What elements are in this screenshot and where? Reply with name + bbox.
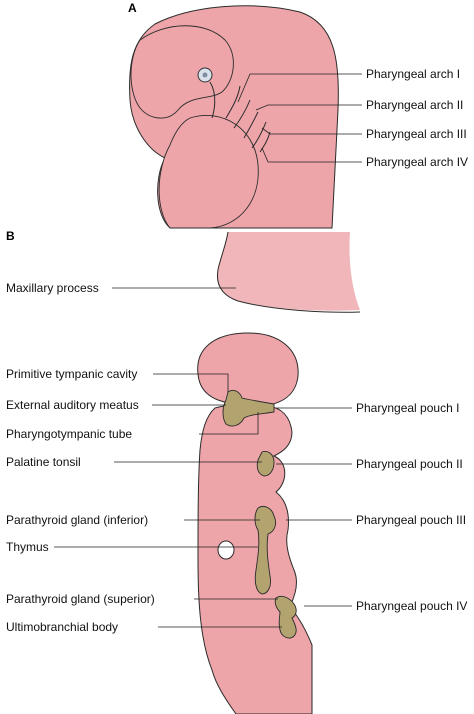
embryo-heart-bulge <box>158 114 259 229</box>
panel-b-letter: B <box>6 229 15 243</box>
embryo-illustration <box>129 5 339 229</box>
pharyngeal-gut-body <box>197 404 313 714</box>
label-thymus: Thymus <box>6 540 49 554</box>
label-pharyngeal-pouch-4: Pharyngeal pouch IV <box>356 599 467 613</box>
label-tympanic-cavity: Primitive tympanic cavity <box>6 367 137 381</box>
label-pharyngeal-arch-2: Pharyngeal arch II <box>366 98 463 112</box>
embryo-head-bulge <box>130 25 234 119</box>
panel-b-right-labels: Pharyngeal pouch I Pharyngeal pouch II P… <box>356 401 467 613</box>
leader-arch-3 <box>261 127 362 135</box>
leader-arch-1 <box>237 73 362 103</box>
leader-arch-2 <box>255 104 362 111</box>
label-pharyngeal-pouch-2: Pharyngeal pouch II <box>356 457 463 471</box>
panel-a-labels: Pharyngeal arch I Pharyngeal arch II Pha… <box>366 67 468 169</box>
pouch-4-tissue <box>274 595 297 639</box>
pharyngeal-pouches <box>222 389 297 639</box>
label-pharyngeal-pouch-1: Pharyngeal pouch I <box>356 401 459 415</box>
leader-arch-4 <box>261 147 362 163</box>
leader-tympanic-cavity <box>153 373 229 392</box>
leader-pharyngotympanic <box>199 412 259 435</box>
panel-b-right-leaders <box>276 407 352 607</box>
maxillary-process <box>217 232 360 311</box>
label-pharyngeal-pouch-3: Pharyngeal pouch III <box>356 513 466 527</box>
panel-b-left-labels: Primitive tympanic cavity External audit… <box>6 367 155 634</box>
label-pharyngeal-arch-4: Pharyngeal arch IV <box>366 155 468 169</box>
pharyngeal-gut <box>197 332 313 714</box>
maxillary-outline <box>216 231 361 313</box>
label-parathyroid-superior: Parathyroid gland (superior) <box>6 592 155 606</box>
label-palatine-tonsil: Palatine tonsil <box>6 455 81 469</box>
label-maxillary-process: Maxillary process <box>6 281 99 295</box>
primitive-tympanic-cavity-lobe <box>197 332 299 407</box>
panel-a-letter: A <box>128 1 137 15</box>
label-auditory-meatus: External auditory meatus <box>6 398 139 412</box>
label-ultimobranchial-body: Ultimobranchial body <box>6 620 118 634</box>
label-pharyngeal-arch-1: Pharyngeal arch I <box>366 67 460 81</box>
panel-a-leaders <box>237 73 362 163</box>
thymus-opening <box>217 540 235 560</box>
label-pharyngotympanic-tube: Pharyngotympanic tube <box>6 427 132 441</box>
label-pharyngeal-arch-3: Pharyngeal arch III <box>366 127 467 141</box>
pouch-2-tissue <box>256 451 275 477</box>
label-parathyroid-inferior: Parathyroid gland (inferior) <box>6 513 148 527</box>
otic-pit-icon <box>202 72 208 78</box>
panel-b-left-leaders <box>54 373 282 628</box>
pouch-1-tissue <box>222 389 275 427</box>
pharyngeal-arches-icon <box>209 81 271 153</box>
pouch-3-tissue <box>254 505 277 595</box>
